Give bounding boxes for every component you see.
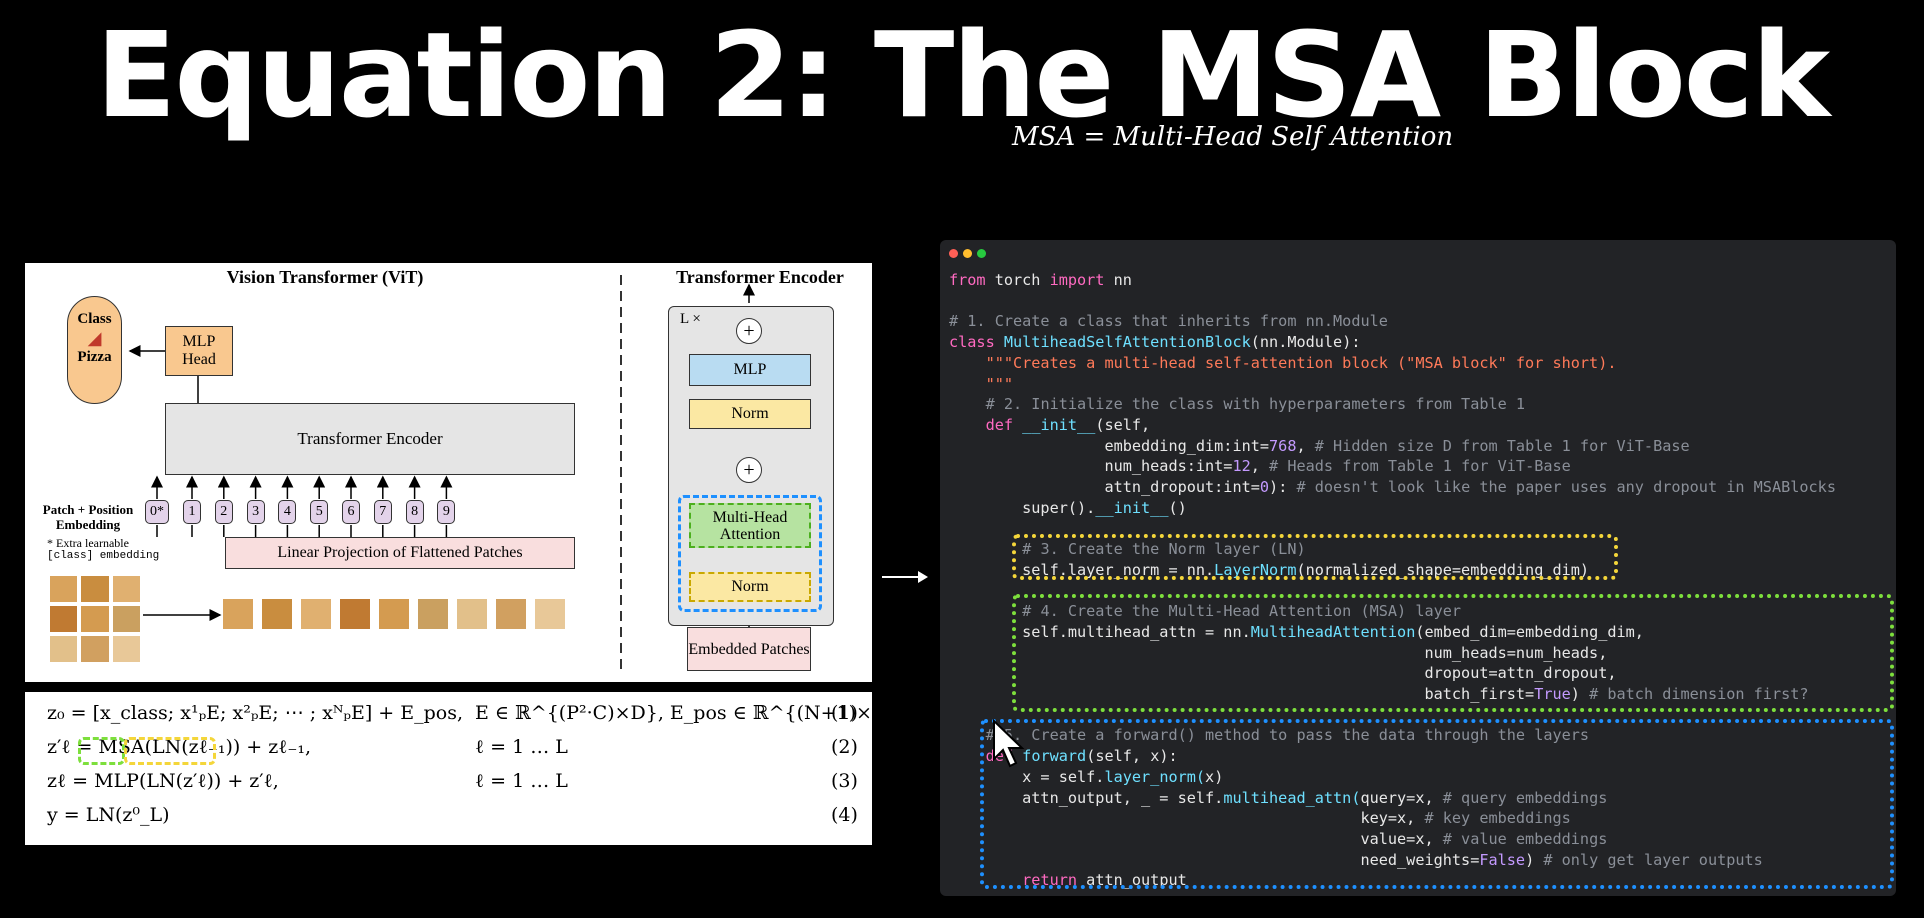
forward-method-highlight [980, 719, 1894, 889]
minimize-dot-icon[interactable] [963, 249, 972, 258]
mouse-cursor-icon [993, 719, 1025, 768]
equation-2-lhs: z′ℓ = MSA(LN(zℓ₋₁)) + zℓ₋₁, [47, 736, 312, 758]
equation-3-condition: ℓ = 1 … L [475, 770, 568, 792]
token-2: 2 [214, 500, 233, 524]
arrow-icon [882, 571, 928, 583]
equation-1-condition: E ∈ ℝ^{(P²·C)×D}, E_pos ∈ ℝ^{(N+1)×D} [475, 702, 900, 724]
equations-panel: z₀ = [x_class; x¹ₚE; x²ₚE; ⋯ ; xᴺₚE] + E… [25, 692, 899, 845]
pizza-icon: ◢ [87, 328, 102, 348]
patch-position-label: Patch + Position Embedding [42, 502, 134, 532]
mlp-block: MLP [689, 354, 811, 386]
linear-projection-box: Linear Projection of Flattened Patches [225, 537, 575, 569]
image-patch-5 [379, 599, 409, 629]
image-patch-3 [301, 599, 331, 629]
encoder-detail-title: Transformer Encoder [676, 266, 844, 287]
token-7: 7 [373, 500, 392, 524]
slide-subtitle: MSA = Multi-Head Self Attention [1012, 122, 1454, 152]
token-0: 0* [145, 500, 169, 524]
equation-2-condition: ℓ = 1 … L [475, 736, 568, 758]
norm-layer-highlight [1012, 534, 1618, 580]
image-patch-7 [457, 599, 487, 629]
embedded-patches-box: Embedded Patches [687, 627, 811, 671]
maximize-dot-icon[interactable] [977, 249, 986, 258]
equation-1-number: (1) [831, 702, 858, 724]
equation-3-lhs: zℓ = MLP(LN(z′ℓ)) + z′ℓ, [47, 770, 279, 792]
equation-3-number: (3) [831, 770, 858, 792]
image-patch-1 [223, 599, 253, 629]
token-4: 4 [278, 500, 297, 524]
layer-count-label: L × [680, 311, 701, 327]
msa-equation-highlight [78, 737, 125, 765]
ln-equation-highlight [124, 737, 216, 765]
equation-1-lhs: z₀ = [x_class; x¹ₚE; x²ₚE; ⋯ ; xᴺₚE] + E… [47, 702, 464, 724]
image-patch-2 [262, 599, 292, 629]
norm-block-top: Norm [689, 399, 811, 429]
class-embedding-note: [class] embedding [47, 550, 160, 562]
residual-add-top: + [736, 318, 762, 344]
token-3: 3 [246, 500, 265, 524]
token-9: 9 [437, 500, 456, 524]
token-6: 6 [342, 500, 360, 524]
image-patch-4 [340, 599, 370, 629]
equation-2-number: (2) [831, 736, 858, 758]
residual-add-bottom: + [736, 457, 762, 483]
code-block: from torch import nn # 1. Create a class… [949, 271, 1836, 890]
image-patch-6 [418, 599, 448, 629]
image-patch-8 [496, 599, 526, 629]
class-output-pill: Class ◢ Pizza [67, 296, 122, 404]
attention-layer-highlight [1012, 594, 1894, 712]
transformer-encoder-box: Transformer Encoder [165, 403, 575, 475]
token-5: 5 [310, 500, 329, 524]
code-editor-window: from torch import nn # 1. Create a class… [940, 240, 1896, 896]
token-1: 1 [183, 500, 201, 524]
vit-diagram-panel: Vision Transformer (ViT) Transformer Enc… [25, 263, 872, 682]
equation-4-lhs: y = LN(z⁰_L) [47, 804, 170, 826]
msa-highlight-box [678, 495, 822, 612]
image-patch-9 [535, 599, 565, 629]
mlp-head-box: MLP Head [165, 326, 233, 376]
close-dot-icon[interactable] [949, 249, 958, 258]
multi-head-attention-block: Multi-Head Attention [689, 503, 811, 548]
slide-title: Equation 2: The MSA Block [95, 6, 1830, 144]
equation-4-number: (4) [831, 804, 858, 826]
pizza-label: Pizza [77, 349, 112, 365]
image-patch-grid [50, 576, 140, 662]
token-8: 8 [405, 500, 424, 524]
extra-learnable-note: * Extra learnable [47, 536, 129, 550]
vit-title: Vision Transformer (ViT) [226, 266, 424, 287]
norm-block-bottom: Norm [689, 572, 811, 602]
class-label: Class [77, 311, 112, 327]
